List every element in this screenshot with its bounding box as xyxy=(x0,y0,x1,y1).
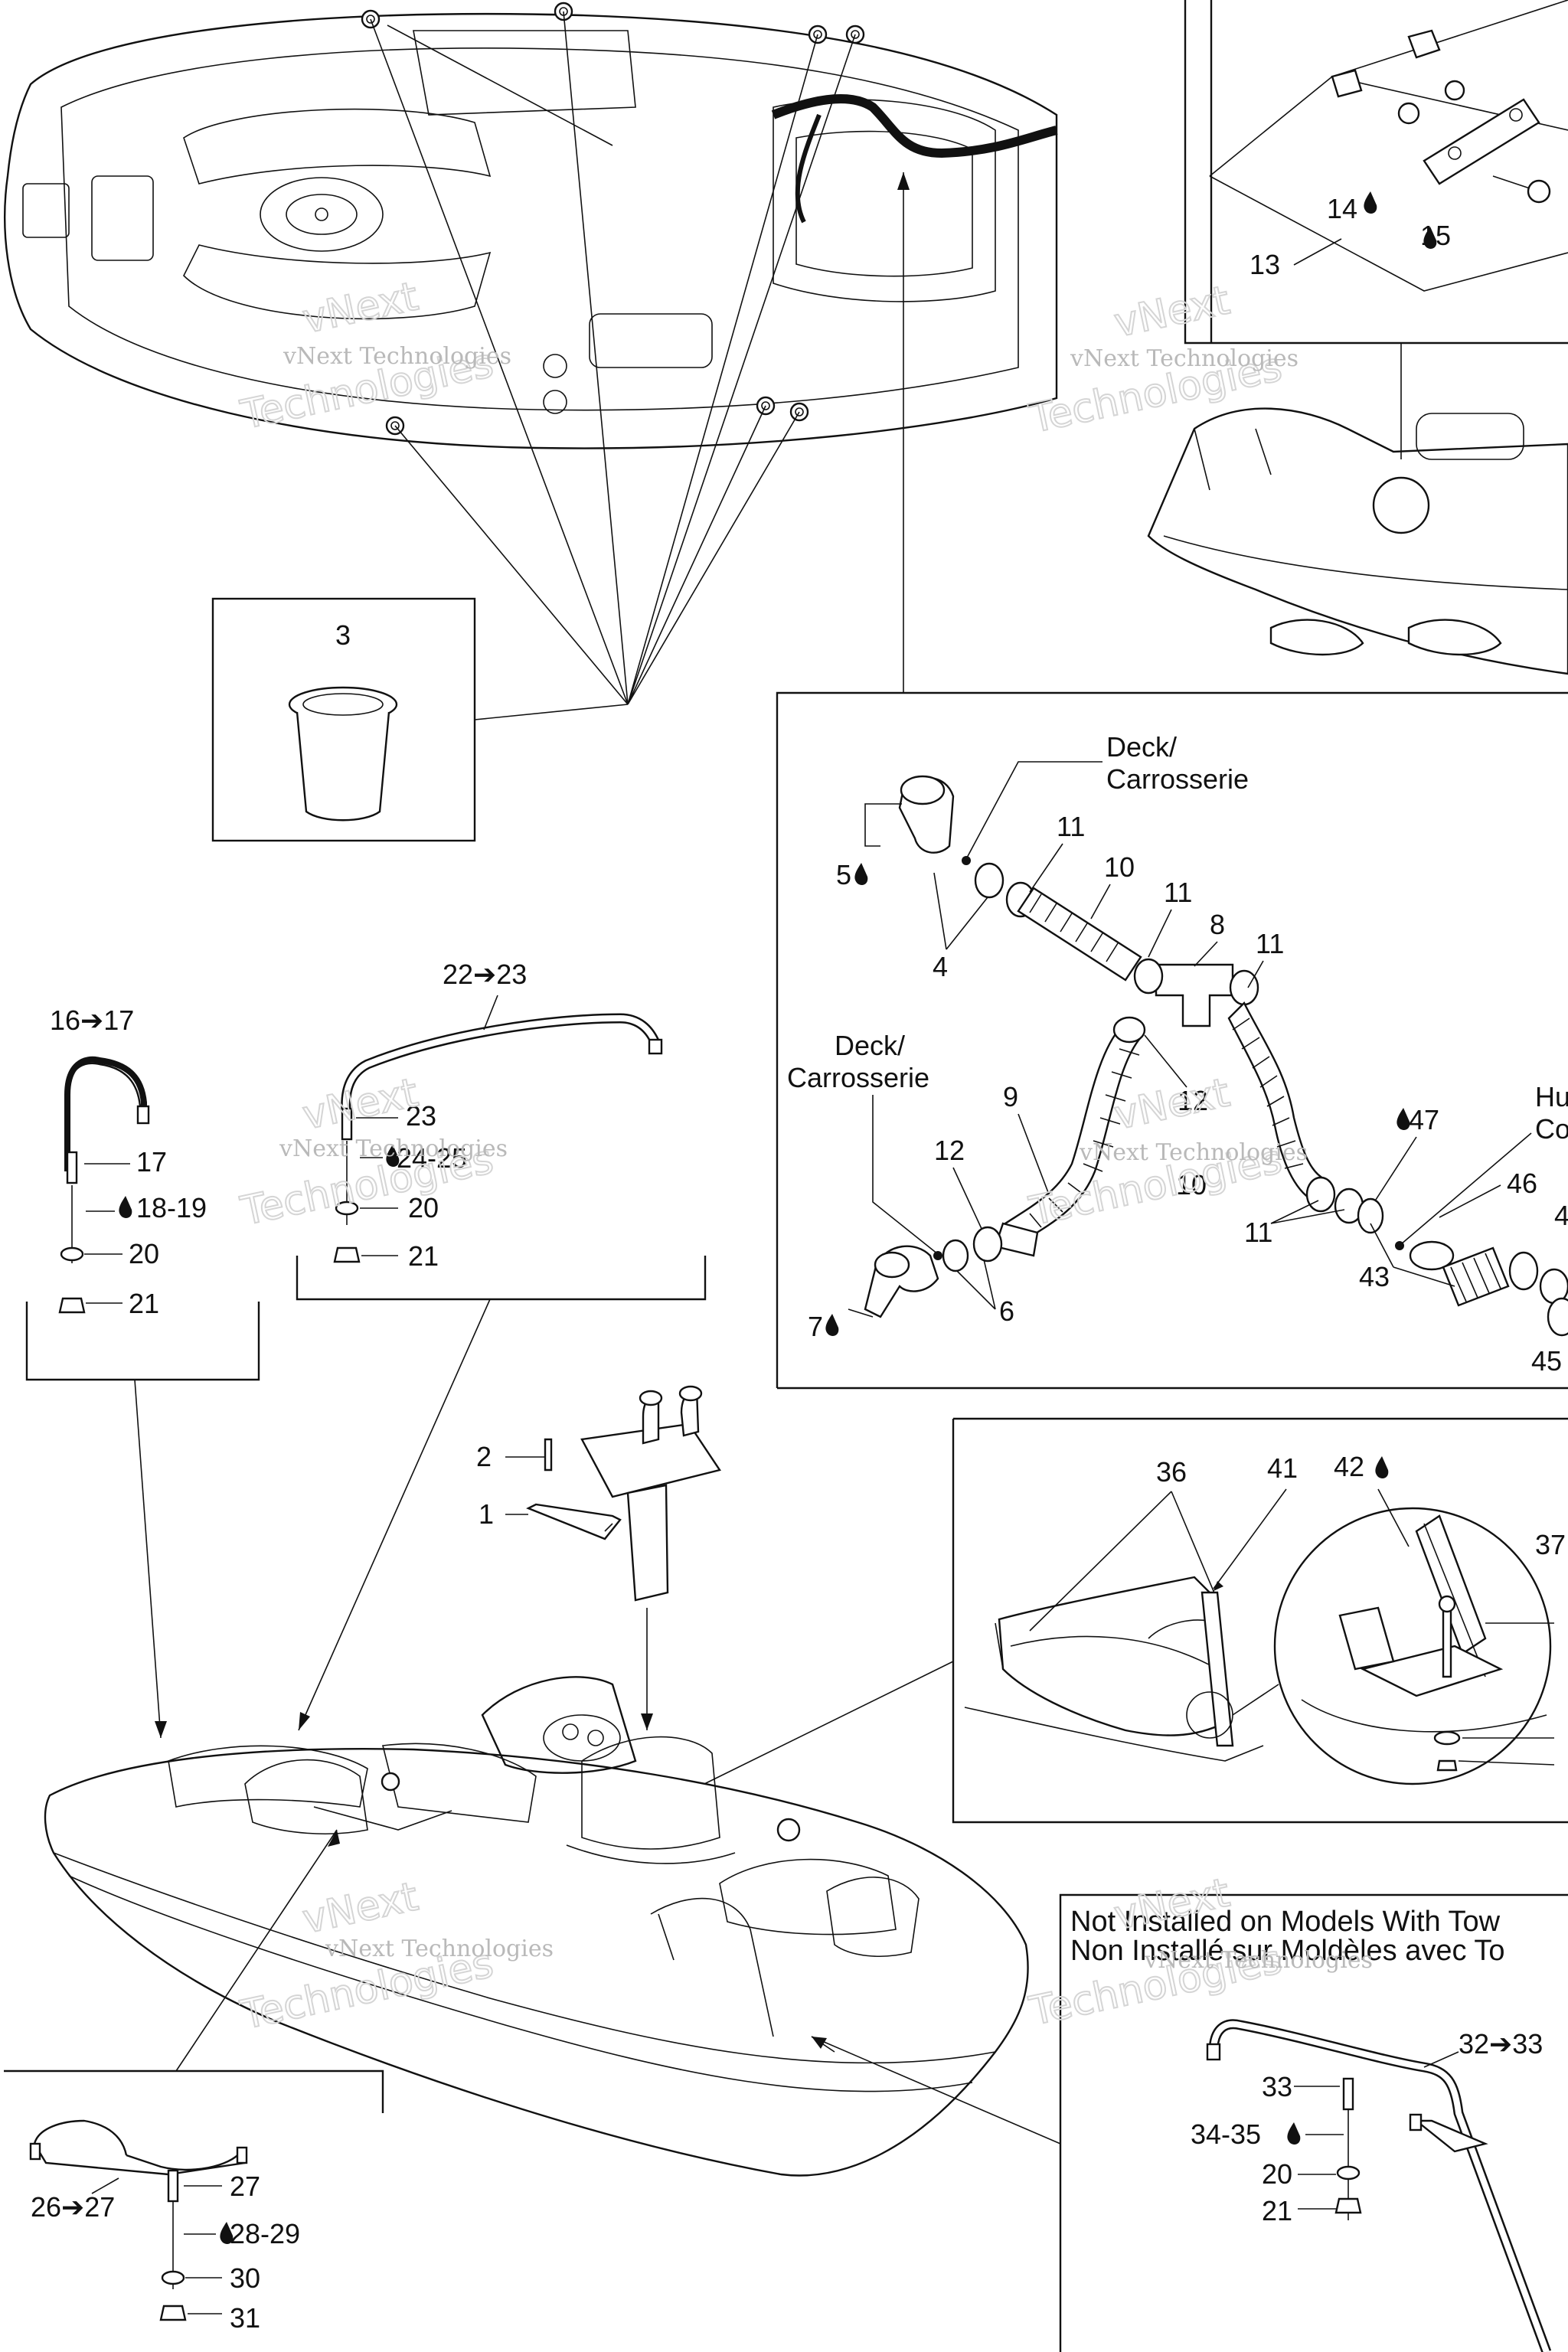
note-deck-fr-2: Carrosserie xyxy=(787,1062,929,1093)
callout-4: 4 xyxy=(933,951,948,982)
callout-21-b: 21 xyxy=(408,1240,439,1272)
part-22-25-group: 22➔23 23 24-25 20 21 xyxy=(296,959,707,1731)
note-not-installed-en: Not Installed on Models With Tow xyxy=(1070,1906,1501,1938)
callout-37: 37 xyxy=(1535,1529,1566,1560)
note-deck-en-2: Deck/ xyxy=(835,1030,905,1061)
callout-46: 46 xyxy=(1507,1168,1537,1199)
callout-11-a: 11 xyxy=(1057,811,1085,842)
callout-16-17: 16➔17 xyxy=(50,1004,134,1036)
deck-top-view xyxy=(4,2,1058,720)
callout-22-23: 22➔23 xyxy=(443,959,527,990)
callout-27-a: 27 xyxy=(230,2171,260,2202)
callout-31: 31 xyxy=(230,2302,260,2334)
callout-7: 7 xyxy=(808,1311,823,1342)
callout-23-a: 23 xyxy=(406,1100,436,1132)
note-deck-en-1: Deck/ xyxy=(1106,731,1177,763)
callout-2: 2 xyxy=(476,1441,492,1472)
callout-14: 14 xyxy=(1327,193,1357,224)
windshield-box: 36 41 42 37 xyxy=(952,1417,1568,1824)
callout-11-c: 11 xyxy=(1256,928,1284,959)
watermark-text-right: vNext Technologies xyxy=(1070,345,1298,372)
note-not-installed-fr: Non Installé sur Moldèles avec To xyxy=(1070,1935,1504,1967)
watermark-word-mid-right: vNext xyxy=(1110,1070,1233,1138)
callout-17-a: 17 xyxy=(136,1146,167,1178)
callout-5: 5 xyxy=(836,859,851,890)
callout-36: 36 xyxy=(1156,1456,1187,1488)
callout-43: 43 xyxy=(1359,1261,1390,1292)
watermark-text-top: vNext Technologies xyxy=(283,343,511,370)
callout-42: 42 xyxy=(1334,1451,1364,1482)
callout-20-c: 20 xyxy=(1262,2158,1292,2190)
callout-30: 30 xyxy=(230,2262,260,2294)
callout-32-33: 32➔33 xyxy=(1459,2028,1543,2060)
callout-6: 6 xyxy=(999,1295,1014,1327)
callout-8: 8 xyxy=(1210,909,1225,940)
note-hull-fr: Co xyxy=(1535,1113,1568,1145)
callout-18-19: 18-19 xyxy=(136,1192,207,1223)
callout-20-a: 20 xyxy=(129,1238,159,1269)
callout-26-27: 26➔27 xyxy=(31,2191,115,2223)
part-26-31-group: 26➔27 27 28-29 30 31 xyxy=(4,2069,384,2334)
watermark-word-mid: vNext xyxy=(299,1070,422,1138)
callout-34-35: 34-35 xyxy=(1191,2118,1261,2150)
tow-bar-box: Not Installed on Models With Tow Non Ins… xyxy=(1059,1893,1568,2352)
watermark-word-right: vNext xyxy=(1110,277,1233,346)
part-3-box: 3 xyxy=(211,597,476,842)
callout-33-a: 33 xyxy=(1262,2071,1292,2102)
callout-11-b: 11 xyxy=(1164,877,1192,908)
watermark-text-bottom: vNext Technologies xyxy=(325,1936,554,1962)
hose-assembly-box: Deck/ Carrosserie 5 4 10 11 11 8 11 xyxy=(776,691,1568,1390)
callout-12-a: 12 xyxy=(1178,1085,1208,1116)
callout-20-b: 20 xyxy=(408,1192,439,1223)
callout-41: 41 xyxy=(1267,1452,1298,1484)
callout-10-lower: 10 xyxy=(1176,1169,1207,1200)
watermark-layer: vNext Technologies vNext Technologies vN… xyxy=(236,273,1373,2039)
callout-45: 45 xyxy=(1531,1345,1562,1377)
callout-9: 9 xyxy=(1003,1081,1018,1112)
callout-21-a: 21 xyxy=(129,1288,159,1319)
part-1-2-group: 2 1 xyxy=(476,1385,721,1730)
note-hull-en: Hu xyxy=(1535,1081,1568,1112)
part-16-21-group: 16➔17 17 18-19 20 21 xyxy=(25,1004,260,1739)
callout-24-25: 24-25 xyxy=(397,1142,467,1174)
watermark-text-bottom-right: vNext Technologies xyxy=(1144,1947,1373,1974)
callout-12-b: 12 xyxy=(934,1135,965,1166)
watermark-text-mid-right: vNext Technologies xyxy=(1079,1139,1308,1166)
callout-11-d: 11 xyxy=(1244,1217,1272,1248)
watermark-word-bottom: vNext xyxy=(299,1873,422,1942)
rear-view-inset: 14 15 13 xyxy=(1147,0,1568,675)
callout-10-upper: 10 xyxy=(1104,851,1135,883)
callout-21-c: 21 xyxy=(1262,2195,1292,2226)
callout-1: 1 xyxy=(479,1498,494,1530)
callout-4-b: 4 xyxy=(1554,1200,1568,1231)
note-deck-fr-1: Carrosserie xyxy=(1106,763,1249,795)
watermark-word-top: vNext xyxy=(299,273,422,342)
callout-13: 13 xyxy=(1250,249,1280,280)
callout-47: 47 xyxy=(1409,1104,1439,1135)
watermark-text-mid: vNext Technologies xyxy=(279,1135,508,1162)
callout-3: 3 xyxy=(335,619,351,651)
boat-main-view xyxy=(44,1661,1061,2177)
callout-28-29: 28-29 xyxy=(230,2218,300,2249)
callout-15: 15 xyxy=(1420,220,1451,251)
